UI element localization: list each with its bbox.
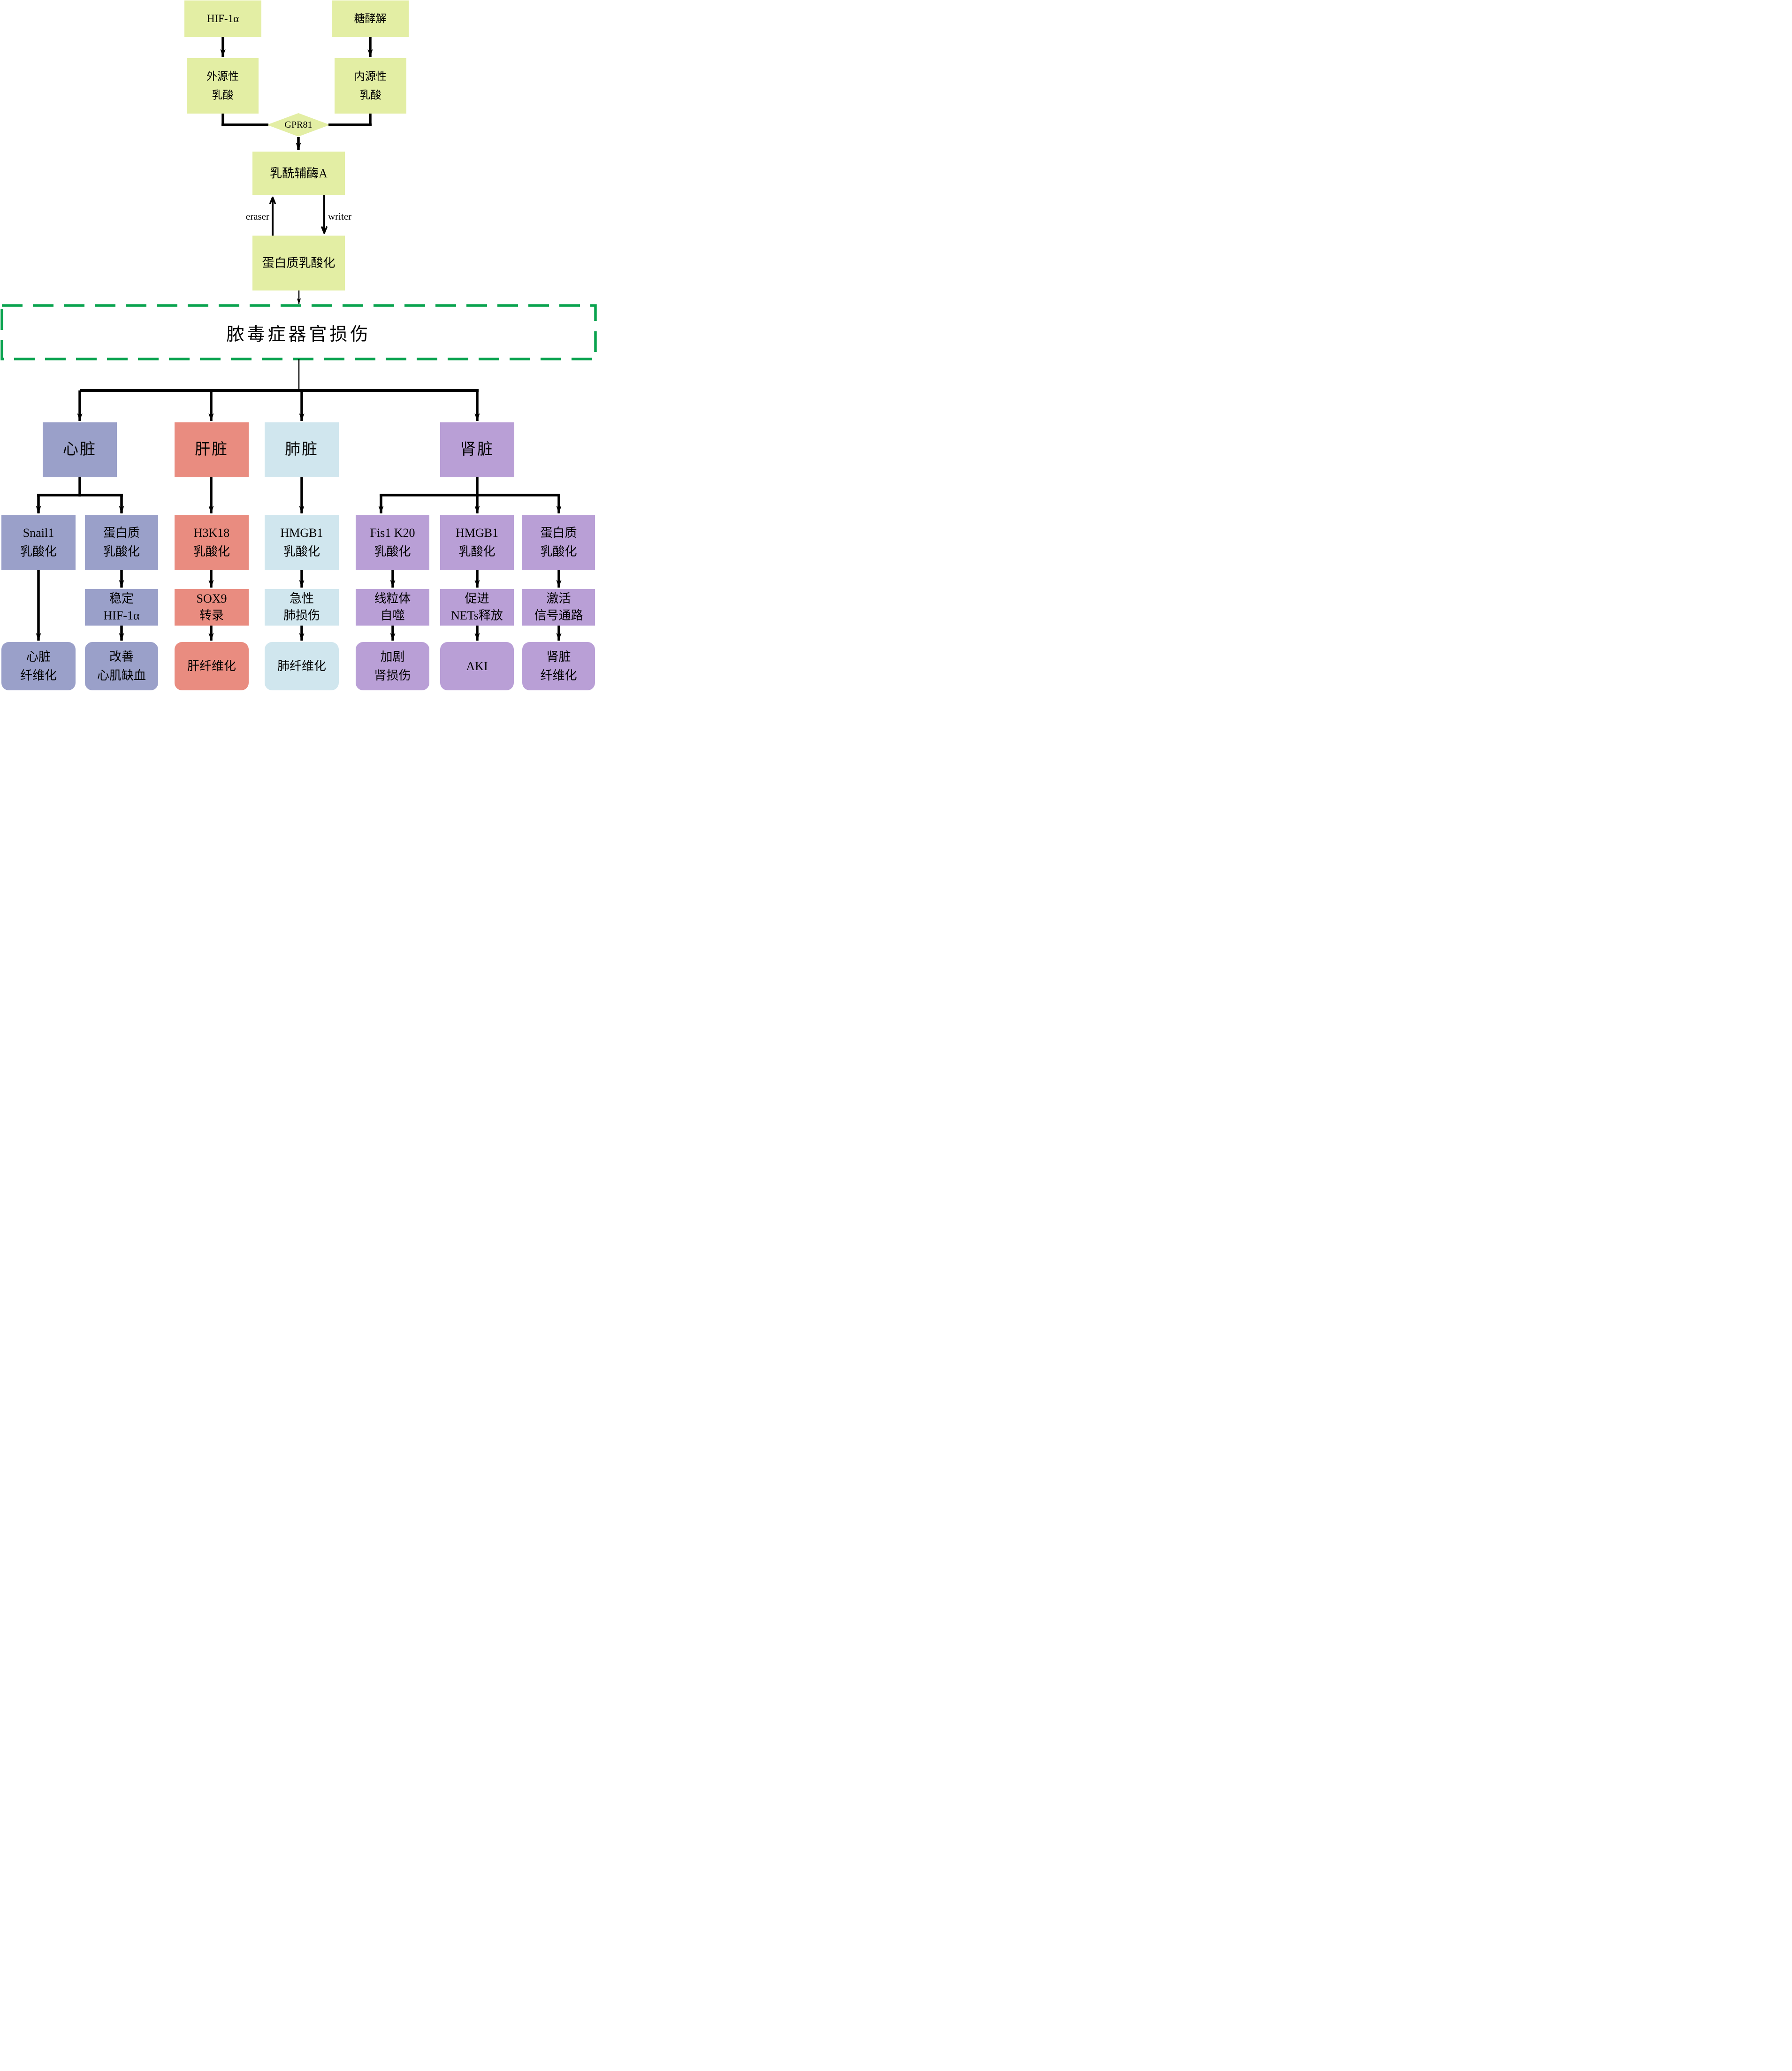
node-lung-fibrosis: 肺纤维化: [265, 642, 339, 690]
node-kidney-hmgb1-lactylation: HMGB1 乳酸化: [440, 515, 514, 570]
node-nets-release-line1: 促进: [465, 592, 489, 605]
node-lung-fibrosis-label: 肺纤维化: [277, 659, 326, 673]
node-lactyl-coa-label: 乳酰辅酶A: [270, 166, 328, 180]
node-fis1-k20-lactylation: Fis1 K20 乳酸化: [356, 515, 429, 570]
node-aki-label: AKI: [466, 659, 488, 673]
node-exogenous-lactate-line2: 乳酸: [212, 89, 234, 101]
node-endogenous-lactate: 内源性 乳酸: [335, 58, 406, 114]
node-snail1-line2: 乳酸化: [20, 545, 57, 558]
node-lung-hmgb1-lactylation: HMGB1 乳酸化: [265, 515, 339, 570]
node-kidney-hmgb1-line2: 乳酸化: [458, 545, 496, 558]
organ-lung-label: 肺脏: [285, 441, 319, 458]
sepsis-organ-damage-banner: 脓毒症器官损伤: [226, 324, 371, 344]
node-acute-lung-injury-line1: 急性: [289, 592, 314, 605]
node-liver-fibrosis: 肝纤维化: [175, 642, 249, 690]
node-kidney-protein-lactylation: 蛋白质 乳酸化: [522, 515, 595, 570]
node-h3k18-line2: 乳酸化: [193, 545, 230, 558]
node-sox9-transcription: SOX9 转录: [175, 589, 249, 626]
node-stabilize-hif1a-line1: 稳定: [109, 592, 134, 605]
writer-arrow-label: writer: [328, 211, 352, 222]
node-aggravate-kidney-line1: 加剧: [380, 650, 405, 664]
node-kidney-protein-line1: 蛋白质: [540, 526, 577, 540]
node-acute-lung-injury-line2: 肺损伤: [283, 609, 320, 622]
node-improve-ischemia-line2: 心肌缺血: [97, 668, 146, 682]
node-snail1-lactylation: Snail1 乳酸化: [1, 515, 76, 570]
node-aggravate-kidney-line2: 肾损伤: [374, 668, 411, 682]
node-aki: AKI: [440, 642, 514, 690]
node-lung-hmgb1-line2: 乳酸化: [283, 545, 320, 558]
organ-lung: 肺脏: [265, 422, 339, 477]
node-endogenous-lactate-line2: 乳酸: [359, 89, 381, 101]
eraser-writer-arrows: [273, 195, 324, 236]
node-acute-lung-injury: 急性 肺损伤: [265, 589, 339, 626]
node-renal-fibrosis: 肾脏 纤维化: [522, 642, 595, 690]
gpr81-diamond: [267, 113, 330, 137]
node-fis1-k20-line2: 乳酸化: [374, 545, 411, 558]
node-mitophagy-line2: 自噬: [380, 609, 405, 622]
node-nets-release-line2: NETs释放: [451, 609, 503, 622]
node-stabilize-hif1a-line2: HIF-1α: [103, 609, 140, 622]
node-kidney-hmgb1-line1: HMGB1: [455, 526, 498, 540]
node-improve-myocardial-ischemia: 改善 心肌缺血: [85, 642, 158, 690]
node-renal-fibrosis-line2: 纤维化: [540, 668, 577, 682]
organ-kidney-label: 肾脏: [460, 441, 494, 458]
node-sox9-line2: 转录: [199, 609, 224, 622]
node-protein-lactylation-label: 蛋白质乳酸化: [262, 256, 336, 270]
node-heart-protein-line1: 蛋白质: [103, 526, 140, 540]
node-activate-signaling-line2: 信号通路: [534, 609, 583, 622]
node-renal-fibrosis-line1: 肾脏: [546, 650, 571, 664]
node-exogenous-lactate: 外源性 乳酸: [187, 58, 259, 114]
organ-liver: 肝脏: [175, 422, 249, 477]
node-lactyl-coa: 乳酰辅酶A: [252, 152, 345, 195]
node-glycolysis: 糖酵解: [332, 0, 409, 37]
node-mitophagy-line1: 线粒体: [374, 592, 411, 605]
node-hif1a-label: HIF-1α: [206, 12, 239, 24]
node-hif1a: HIF-1α: [184, 0, 261, 37]
node-heart-protein-line2: 乳酸化: [103, 545, 140, 558]
node-fis1-k20-line1: Fis1 K20: [370, 526, 415, 540]
eraser-arrow-label: eraser: [245, 211, 269, 222]
lactylation-sepsis-flowchart: HIF-1α 糖酵解 外源性 乳酸 内源性 乳酸 GPR81 乳酰辅酶A era…: [0, 0, 597, 690]
node-heart-protein-lactylation: 蛋白质 乳酸化: [85, 515, 158, 570]
node-mitophagy: 线粒体 自噬: [356, 589, 429, 626]
node-improve-ischemia-line1: 改善: [109, 650, 134, 664]
node-protein-lactylation: 蛋白质乳酸化: [252, 236, 345, 290]
arrows: [36, 37, 562, 641]
node-stabilize-hif1a: 稳定 HIF-1α: [85, 589, 158, 626]
node-cardiac-fibrosis-line2: 纤维化: [20, 668, 57, 682]
node-h3k18-line1: H3K18: [193, 526, 230, 540]
node-aggravate-kidney-injury: 加剧 肾损伤: [356, 642, 429, 690]
node-endogenous-lactate-line1: 内源性: [354, 70, 387, 82]
node-exogenous-lactate-line1: 外源性: [206, 70, 239, 82]
node-activate-signaling-pathway: 激活 信号通路: [522, 589, 595, 626]
connector-layer: [0, 37, 597, 641]
node-sox9-line1: SOX9: [196, 592, 227, 605]
node-liver-fibrosis-label: 肝纤维化: [187, 659, 236, 673]
node-h3k18-lactylation: H3K18 乳酸化: [175, 515, 249, 570]
node-kidney-protein-line2: 乳酸化: [540, 545, 577, 558]
node-lung-hmgb1-line1: HMGB1: [280, 526, 323, 540]
node-snail1-line1: Snail1: [23, 526, 54, 540]
node-activate-signaling-line1: 激活: [546, 592, 571, 605]
node-cardiac-fibrosis-line1: 心脏: [26, 650, 51, 664]
node-cardiac-fibrosis: 心脏 纤维化: [1, 642, 76, 690]
node-glycolysis-label: 糖酵解: [354, 12, 387, 24]
node-promote-nets-release: 促进 NETs释放: [440, 589, 514, 626]
organ-kidney: 肾脏: [440, 422, 514, 477]
gpr81-diamond-label: GPR81: [284, 120, 313, 130]
organ-heart: 心脏: [43, 422, 117, 477]
organ-heart-label: 心脏: [63, 441, 97, 458]
organ-liver-label: 肝脏: [195, 441, 229, 458]
plain-connector-lines: [37, 113, 560, 497]
